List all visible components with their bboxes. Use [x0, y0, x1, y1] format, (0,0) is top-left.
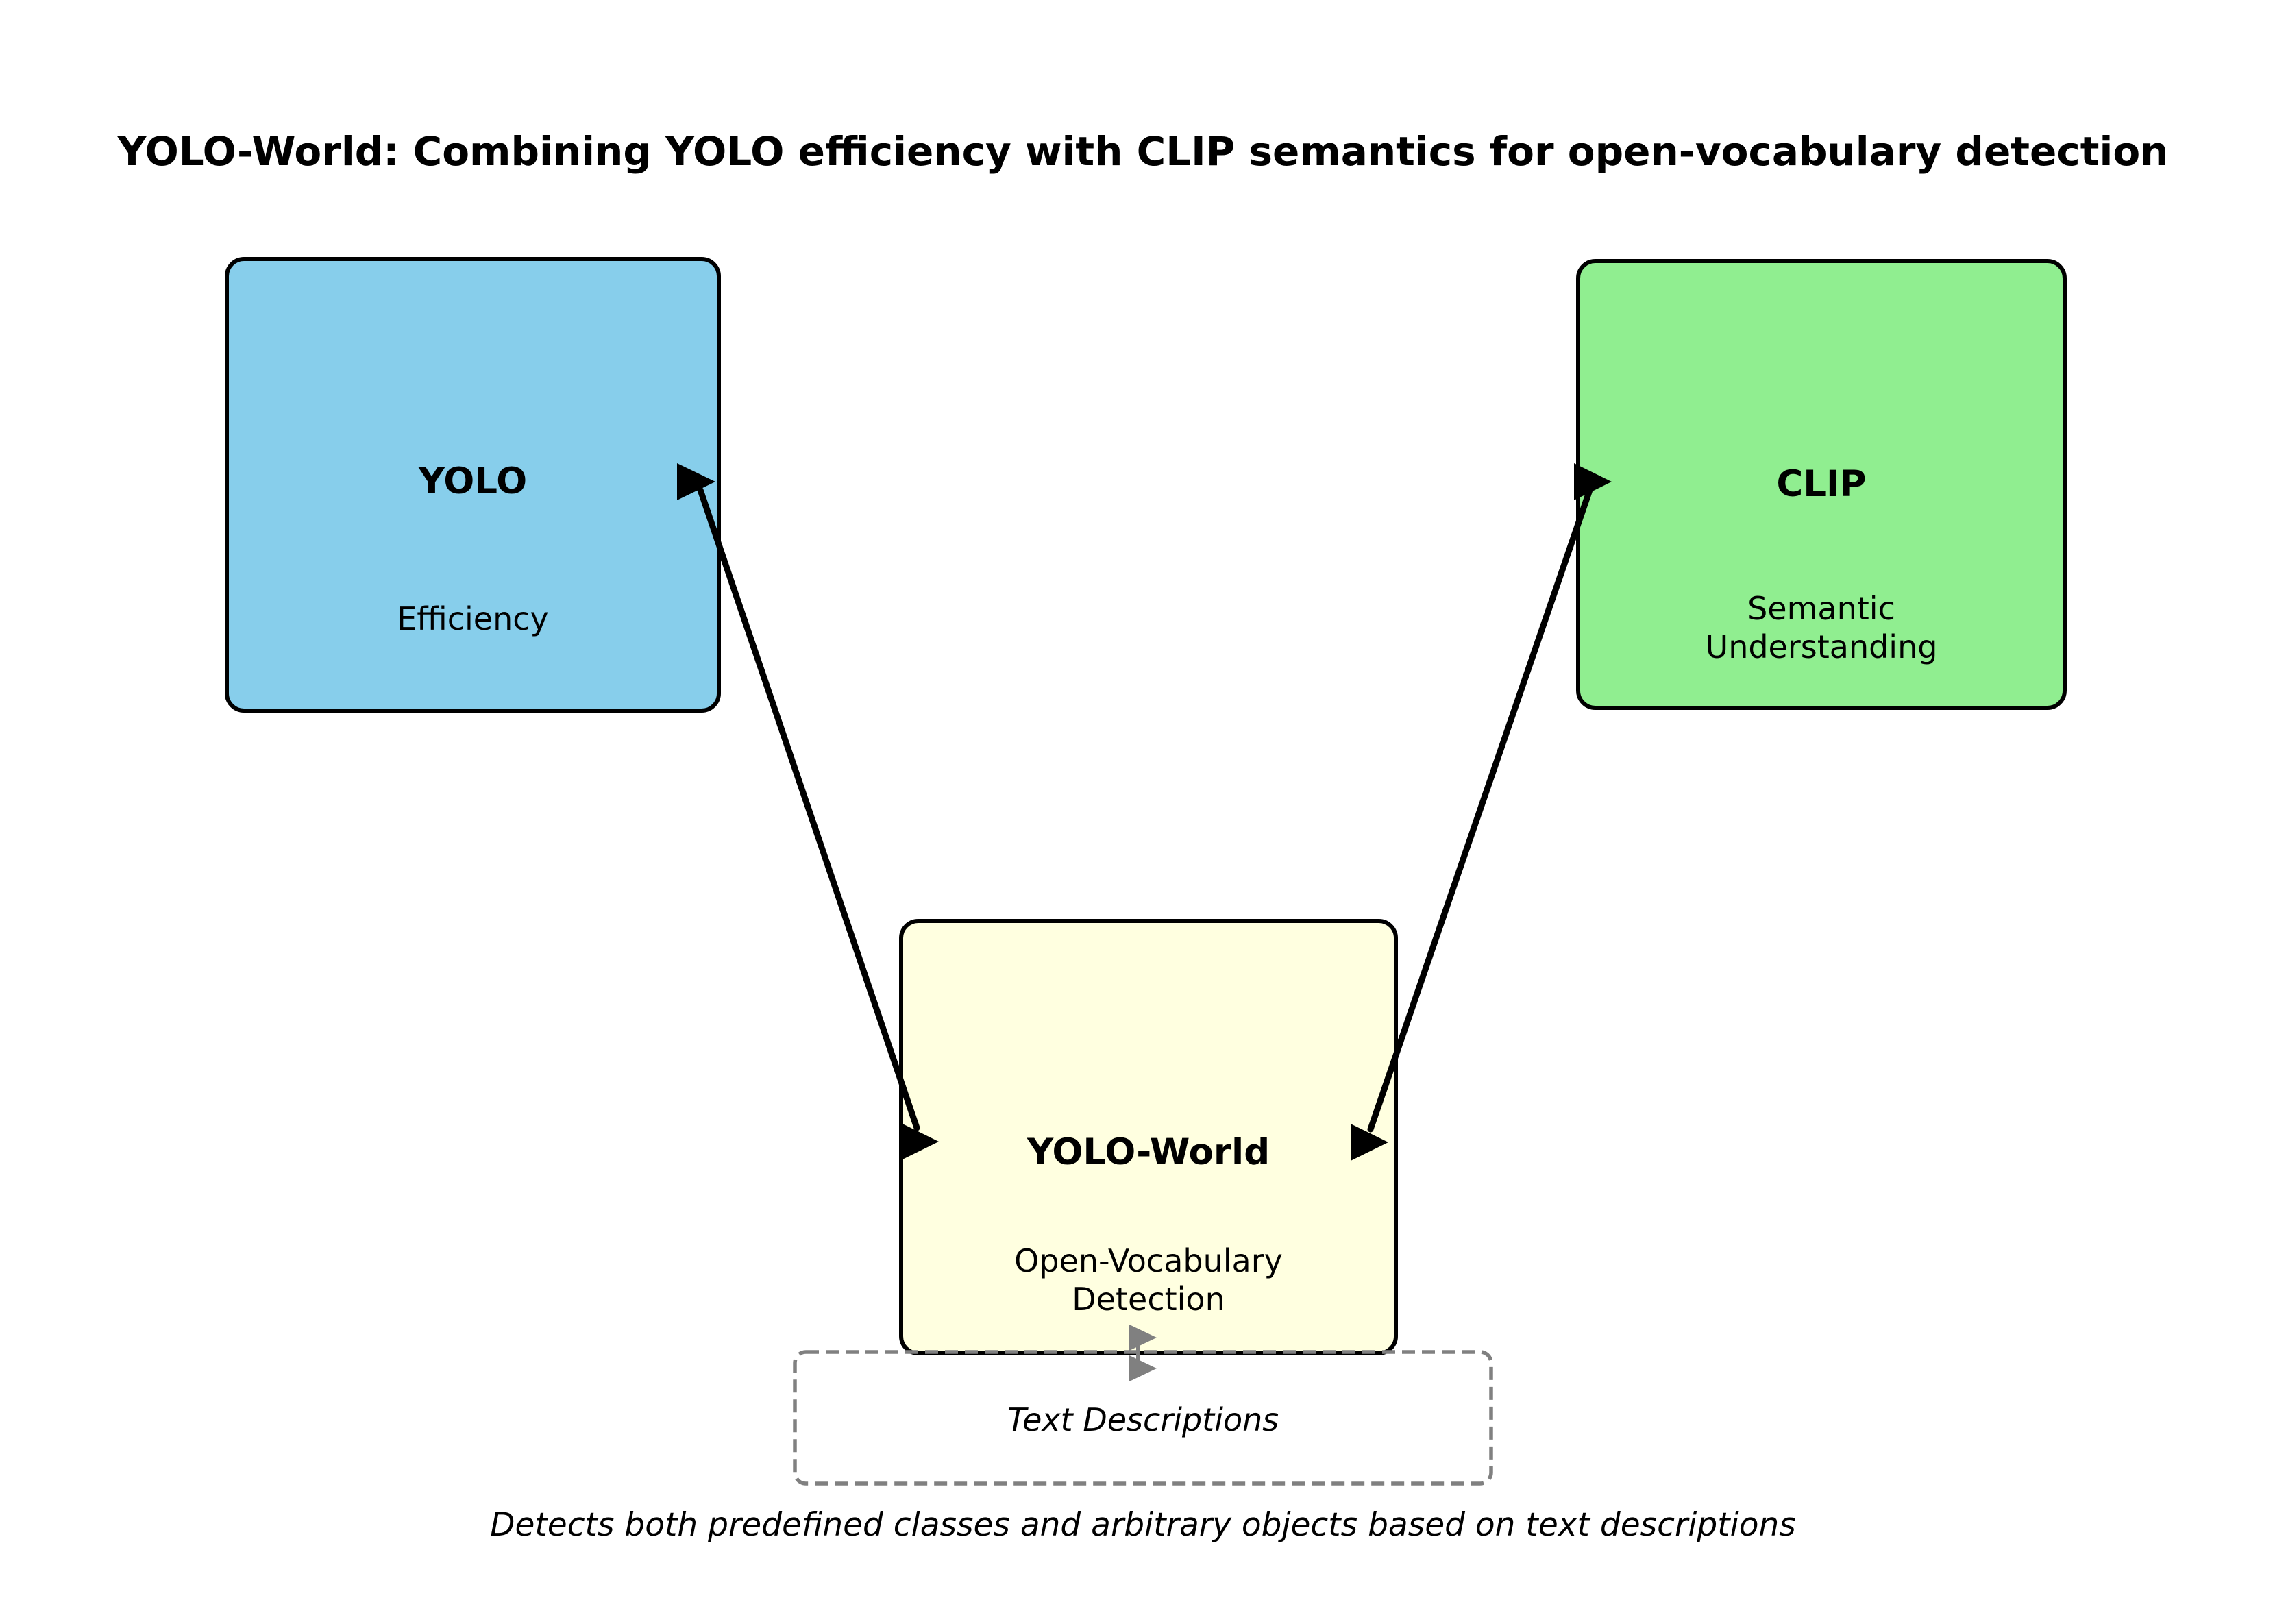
node-clip-sublabel: Semantic Understanding	[1705, 590, 1938, 665]
yolo-yoloworld-connector	[697, 487, 920, 1131]
node-clip: CLIP Semantic Understanding	[1576, 259, 2067, 710]
clip-yoloworld-connector	[1367, 487, 1593, 1133]
caption: Detects both predefined classes and arbi…	[490, 1506, 1796, 1544]
node-yolo-world: YOLO-World Open-Vocabulary Detection	[899, 919, 1398, 1355]
node-yolo-world-label: YOLO-World	[1027, 1131, 1270, 1173]
node-clip-label: CLIP	[1776, 463, 1867, 505]
node-yolo-sublabel: Efficiency	[397, 600, 549, 637]
node-yolo-label: YOLO	[418, 460, 528, 502]
node-yolo-world-sublabel: Open-Vocabulary Detection	[1014, 1242, 1283, 1318]
text-connector-arrowhead-bottom-icon	[1129, 1355, 1157, 1381]
diagram-title: YOLO-World: Combining YOLO efficiency wi…	[117, 128, 2169, 175]
text-descriptions-label: Text Descriptions	[1007, 1401, 1279, 1438]
node-yolo: YOLO Efficiency	[225, 257, 721, 713]
